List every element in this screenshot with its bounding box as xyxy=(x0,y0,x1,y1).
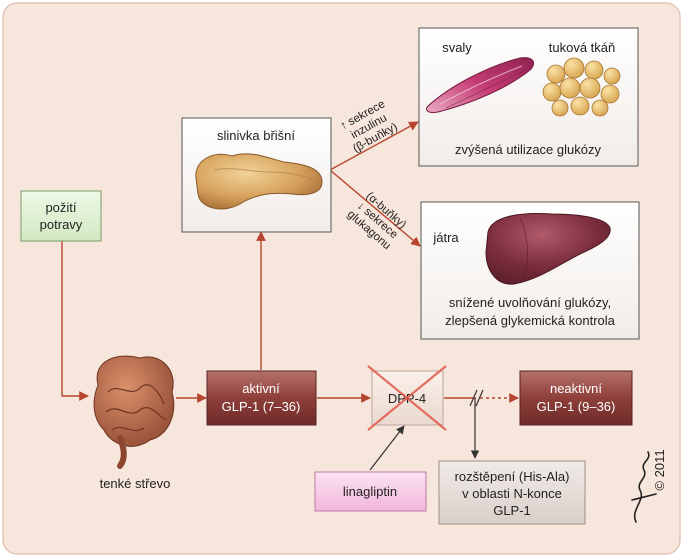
active-glp1-line1: aktivní xyxy=(242,381,280,396)
intestine-illustration xyxy=(93,355,175,469)
node-cleavage: rozštěpení (His-Ala) v oblasti N-konce G… xyxy=(438,460,586,525)
arrow-linagliptin-to-dpp4 xyxy=(369,425,405,471)
fat-tissue-illustration xyxy=(542,57,621,117)
node-linagliptin: linagliptin xyxy=(314,471,427,512)
node-food-intake: požití potravy xyxy=(20,190,102,242)
pancreas-label: slinivka břišní xyxy=(217,128,295,143)
inactive-glp1-line1: neaktivní xyxy=(550,381,602,396)
node-dpp4: DPP-4 xyxy=(367,365,447,431)
break-mark-1 xyxy=(469,389,478,407)
linagliptin-label: linagliptin xyxy=(343,484,397,499)
liver-label: játra xyxy=(432,230,459,245)
food-intake-line1: požití xyxy=(45,200,76,215)
node-liver: játra snížené uvolňování glukózy, zlepše… xyxy=(420,201,640,340)
pancreas-illustration xyxy=(195,153,323,210)
node-inactive-glp1: neaktivní GLP-1 (9–36) xyxy=(519,370,633,426)
arrow-pancreas-to-muscle xyxy=(329,121,419,171)
edges xyxy=(61,121,519,471)
small-intestine-label: tenké střevo xyxy=(100,476,171,491)
cleavage-line3: GLP-1 xyxy=(493,503,531,518)
fat-label: tuková tkáň xyxy=(549,40,616,55)
muscle-label: svaly xyxy=(442,40,472,55)
dpp4-cross-2 xyxy=(367,365,447,431)
food-intake-line2: potravy xyxy=(40,217,83,232)
node-small-intestine: tenké střevo xyxy=(93,355,175,491)
node-pancreas: slinivka břišní xyxy=(181,117,332,233)
copyright-signature: © 2011 xyxy=(631,449,667,523)
arrow-food-to-intestine xyxy=(61,241,89,401)
liver-illustration xyxy=(485,213,611,285)
cleavage-line1: rozštěpení (His-Ala) xyxy=(455,469,570,484)
active-glp1-line2: GLP-1 (7–36) xyxy=(222,399,301,414)
liver-caption-line2: zlepšená glykemická kontrola xyxy=(445,313,616,328)
copyright-text: © 2011 xyxy=(652,449,667,490)
muscle-fat-caption: zvýšená utilizace glukózy xyxy=(455,142,601,157)
break-mark-2 xyxy=(475,389,484,407)
muscle-illustration xyxy=(425,57,535,113)
node-muscle-fat: svaly tuková tkáň zvýšená utilizace gluk… xyxy=(418,27,639,167)
artist-signature xyxy=(631,451,657,523)
arrow-pancreas-to-liver xyxy=(329,169,421,247)
cleavage-line2: v oblasti N-konce xyxy=(462,486,562,501)
node-active-glp1: aktivní GLP-1 (7–36) xyxy=(206,370,317,426)
inactive-glp1-line2: GLP-1 (9–36) xyxy=(537,399,616,414)
liver-caption-line1: snížené uvolňování glukózy, xyxy=(449,295,611,310)
